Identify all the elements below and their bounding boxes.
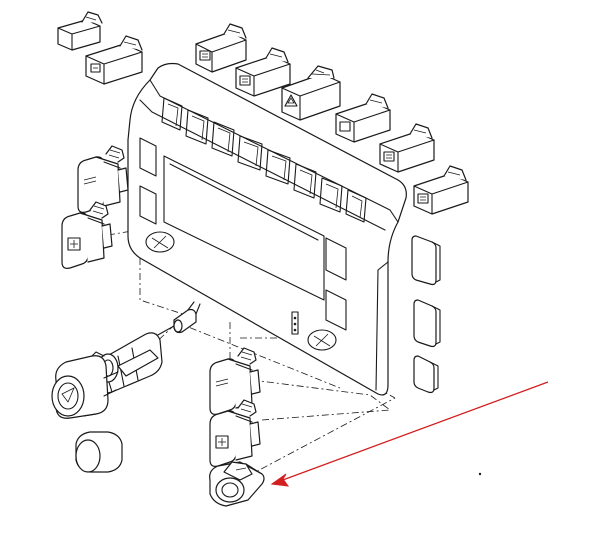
cigar-lighter <box>51 301 201 419</box>
rotary-dimmer-switch <box>209 461 265 507</box>
switch-rocker <box>209 399 261 467</box>
blanking-plate <box>413 299 441 348</box>
switch-plain <box>57 11 103 51</box>
switch-heated-seat <box>235 47 291 97</box>
stray-mark <box>478 472 482 476</box>
switch-rocker <box>61 201 113 269</box>
callout-arrow <box>270 381 549 487</box>
switch-front-fog <box>335 93 391 143</box>
switch-heated-rear-screen <box>195 23 247 73</box>
switch-heated-windscreen <box>379 123 435 173</box>
switch-hazard-warning <box>281 65 341 121</box>
bezel-top-recesses <box>161 97 367 223</box>
switch-panel-bezel <box>127 62 407 396</box>
blanking-plate <box>411 235 441 286</box>
switch-rocker <box>209 347 261 415</box>
lighter-cap <box>75 431 123 473</box>
switch-heated-seat <box>413 165 469 215</box>
blanking-plate <box>413 355 439 394</box>
switch-rocker <box>77 145 129 213</box>
switch-rear-fog <box>85 35 143 85</box>
